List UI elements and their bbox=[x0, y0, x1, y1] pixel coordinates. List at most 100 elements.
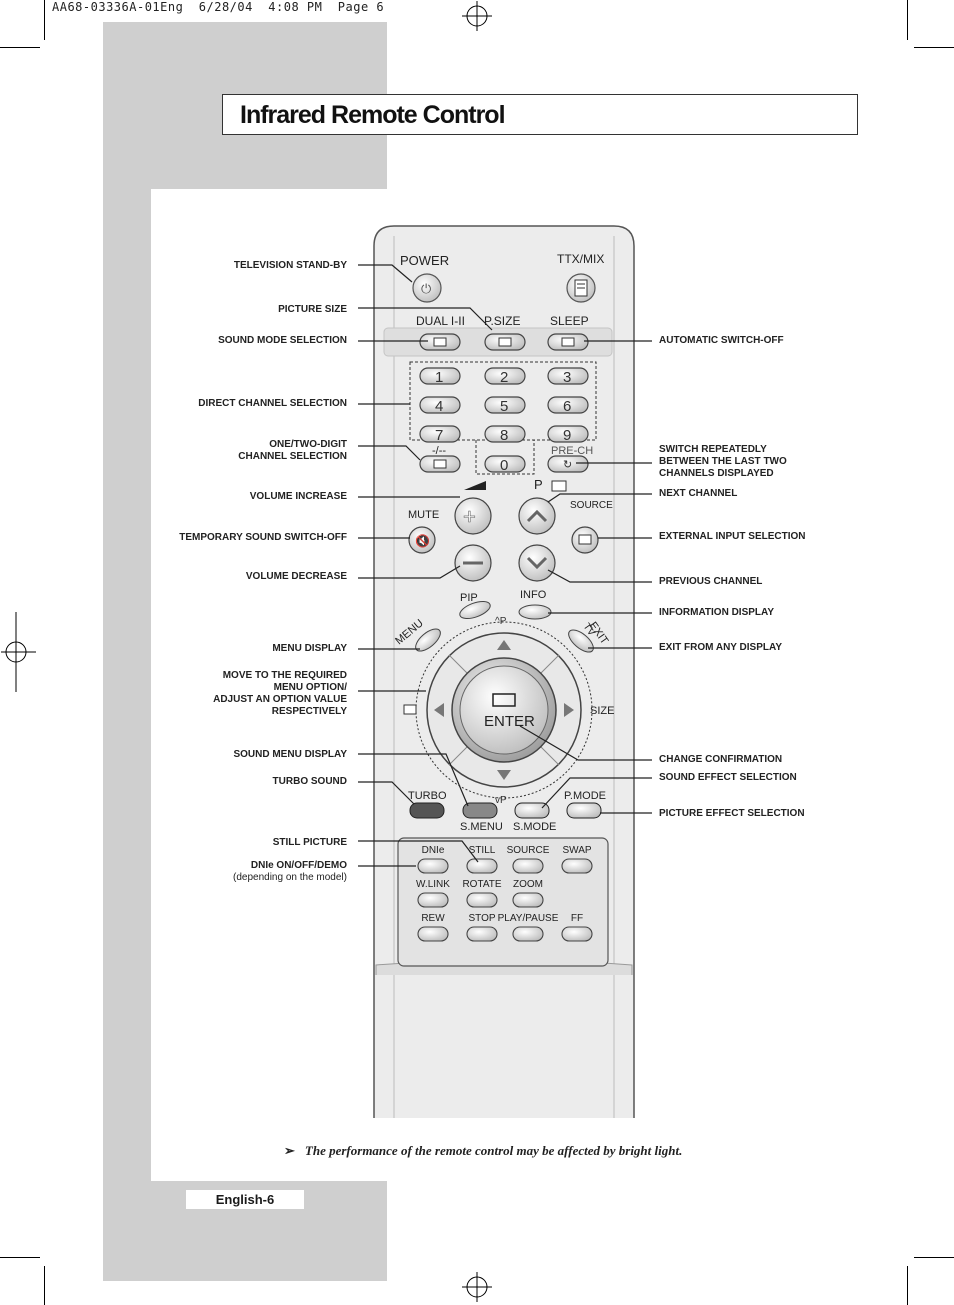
function-row-2: W.LINK ROTATE ZOOM bbox=[416, 879, 544, 908]
turbo-button bbox=[409, 802, 445, 819]
function-key bbox=[512, 926, 544, 942]
label-still-picture: STILL PICTURE bbox=[272, 837, 347, 848]
function-key bbox=[466, 926, 498, 942]
pip-text: PIP bbox=[460, 592, 478, 604]
function-key-label: PLAY/PAUSE bbox=[498, 913, 559, 924]
pip-button bbox=[459, 600, 491, 620]
svg-text:vP: vP bbox=[495, 795, 507, 806]
digit-label: 4 bbox=[435, 398, 443, 415]
function-key bbox=[466, 858, 498, 874]
crop-mark bbox=[914, 47, 954, 48]
label-change-confirmation: CHANGE CONFIRMATION bbox=[659, 754, 783, 765]
enter-button bbox=[459, 665, 549, 755]
digit-label: 8 bbox=[500, 427, 508, 444]
psize-text: P.SIZE bbox=[484, 314, 520, 328]
function-key-label: W.LINK bbox=[416, 879, 450, 890]
volume-up-button bbox=[454, 497, 492, 535]
digit-label: 5 bbox=[500, 398, 508, 415]
label-automatic-switch-off: AUTOMATIC SWITCH-OFF bbox=[659, 335, 784, 346]
function-key bbox=[512, 858, 544, 874]
svg-text:⏻: ⏻ bbox=[421, 281, 431, 296]
source-text: SOURCE bbox=[570, 500, 613, 511]
digit-label: 2 bbox=[500, 369, 508, 386]
function-key-label: STILL bbox=[469, 845, 496, 856]
svg-text:↻: ↻ bbox=[563, 459, 572, 471]
digit-label: 3 bbox=[563, 369, 571, 386]
page-title: Infrared Remote Control bbox=[240, 101, 506, 129]
smenu-text: S.MENU bbox=[460, 821, 503, 833]
p-text: P bbox=[534, 477, 543, 492]
crop-mark bbox=[44, 0, 45, 40]
prech-text: PRE-CH bbox=[551, 445, 593, 457]
dash-text: -/-- bbox=[432, 445, 446, 457]
function-key-label: ROTATE bbox=[462, 879, 501, 890]
prech-button bbox=[547, 455, 589, 473]
digit-button-6 bbox=[547, 396, 589, 414]
label-information-display: INFORMATION DISPLAY bbox=[659, 607, 775, 618]
note: ➢The performance of the remote control m… bbox=[284, 1143, 683, 1158]
callout-lines bbox=[358, 264, 652, 867]
digit-button-3 bbox=[547, 367, 589, 385]
label-previous-channel: PREVIOUS CHANNEL bbox=[659, 576, 763, 587]
size-text: SIZE bbox=[590, 705, 614, 717]
power-text: POWER bbox=[400, 253, 449, 268]
function-key bbox=[466, 892, 498, 908]
label-volume-decrease: VOLUME DECREASE bbox=[245, 571, 347, 582]
smode-button bbox=[514, 802, 550, 819]
channel-up-button bbox=[518, 497, 556, 535]
digit-button-9 bbox=[547, 425, 589, 443]
svg-text:🔇: 🔇 bbox=[415, 534, 430, 548]
function-key-label: STOP bbox=[468, 913, 495, 924]
function-key-label: ZOOM bbox=[513, 879, 543, 890]
info-text: INFO bbox=[520, 589, 547, 601]
digit-button-5 bbox=[484, 396, 526, 414]
power-button bbox=[412, 273, 442, 303]
function-key bbox=[417, 892, 449, 908]
crop-mark bbox=[914, 1257, 954, 1258]
function-key-label: DNIe bbox=[422, 845, 445, 856]
digit-button-8 bbox=[484, 425, 526, 443]
crop-mark bbox=[0, 1257, 40, 1258]
digit-button-1 bbox=[419, 367, 461, 385]
label-direct-channel-selection: DIRECT CHANNEL SELECTION bbox=[198, 398, 347, 409]
function-key bbox=[512, 892, 544, 908]
ttx-text: TTX/MIX bbox=[557, 252, 604, 266]
smenu-button bbox=[462, 802, 498, 819]
label-television-standby: TELEVISION STAND-BY bbox=[233, 260, 347, 271]
svg-text:+: + bbox=[463, 504, 476, 529]
digit-label: 6 bbox=[563, 398, 571, 415]
label-exit-from-any-display: EXIT FROM ANY DISPLAY bbox=[659, 642, 782, 653]
crop-mark bbox=[907, 1266, 908, 1305]
exit-button bbox=[568, 629, 594, 653]
crop-mark bbox=[0, 47, 40, 48]
digit-label: 0 bbox=[500, 457, 508, 474]
page-number: English-6 bbox=[186, 1190, 304, 1209]
function-key-label: FF bbox=[571, 913, 583, 924]
digit-button-7 bbox=[419, 425, 461, 443]
info-button bbox=[518, 604, 552, 620]
label-next-channel: NEXT CHANNEL bbox=[659, 488, 738, 499]
label-external-input-selection: EXTERNAL INPUT SELECTION bbox=[659, 531, 806, 542]
label-picture-effect-selection: PICTURE EFFECT SELECTION bbox=[659, 808, 805, 819]
digit-button-0 bbox=[484, 455, 526, 473]
svg-text:^P: ^P bbox=[495, 616, 507, 627]
digit-button-2 bbox=[484, 367, 526, 385]
pmode-button bbox=[566, 802, 602, 819]
function-key bbox=[417, 858, 449, 874]
note-arrow-icon: ➢ bbox=[284, 1143, 295, 1158]
label-picture-size: PICTURE SIZE bbox=[278, 304, 347, 315]
turbo-text: TURBO bbox=[408, 790, 447, 802]
pmode-text: P.MODE bbox=[564, 790, 606, 802]
function-key-label: SWAP bbox=[562, 845, 591, 856]
label-sound-menu-display: SOUND MENU DISPLAY bbox=[233, 749, 347, 760]
label-turbo-sound: TURBO SOUND bbox=[272, 776, 347, 787]
dual-text: DUAL I-II bbox=[416, 314, 465, 328]
mute-button bbox=[408, 526, 436, 554]
label-temporary-sound-switch-off: TEMPORARY SOUND SWITCH-OFF bbox=[179, 532, 347, 543]
function-key bbox=[561, 926, 593, 942]
mute-text: MUTE bbox=[408, 509, 439, 521]
